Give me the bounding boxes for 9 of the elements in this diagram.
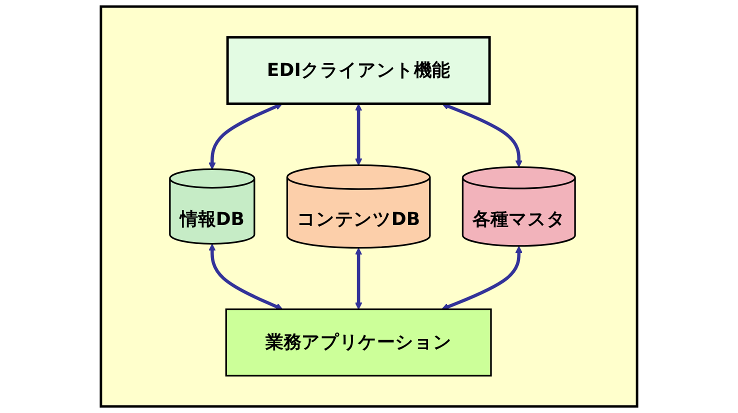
- node-box: 業務アプリケーション: [225, 308, 492, 376]
- cluster: [100, 5, 638, 408]
- arrow: [354, 104, 362, 166]
- node-box: EDIクライアント機能: [226, 36, 491, 105]
- arrow: [442, 102, 522, 168]
- arrow: [441, 246, 522, 310]
- arrow: [208, 103, 283, 170]
- arrow: [208, 244, 283, 310]
- arrow: [354, 248, 362, 310]
